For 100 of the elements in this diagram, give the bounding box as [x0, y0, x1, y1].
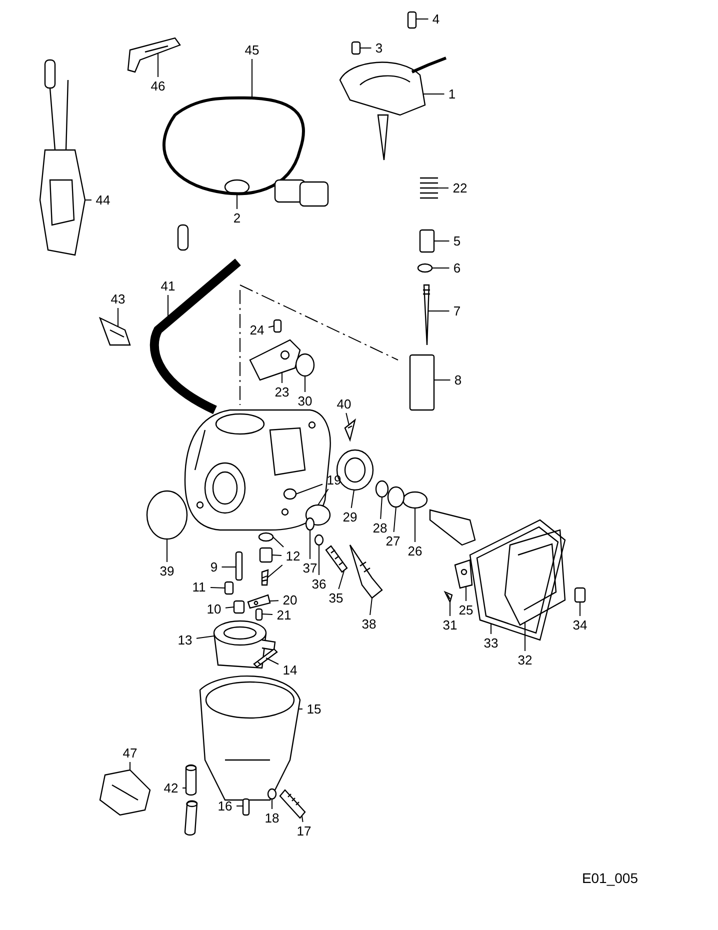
callout-number: 12 — [284, 548, 302, 564]
callout-number: 29 — [342, 510, 358, 524]
screw — [255, 608, 263, 621]
callout-number: 42 — [162, 780, 180, 796]
callout-number: 15 — [306, 702, 322, 716]
hose — [150, 258, 241, 414]
shaft — [402, 491, 476, 546]
leader-line — [524, 622, 526, 652]
seal — [295, 353, 315, 377]
leader-line — [338, 570, 344, 590]
callout-number: 45 — [244, 42, 260, 58]
jet-needle — [422, 284, 431, 346]
callout-number: 43 — [110, 292, 126, 306]
clip — [417, 263, 433, 273]
callout-number: 4 — [431, 12, 441, 26]
callout-number: 14 — [282, 662, 298, 678]
leader-line — [272, 554, 282, 556]
leader-line — [318, 544, 320, 576]
leader-line — [370, 598, 372, 616]
throttle-valve — [409, 354, 435, 411]
plug — [283, 488, 297, 500]
hose — [184, 764, 198, 836]
callout-number: 37 — [302, 560, 318, 576]
callout-number: 2 — [232, 210, 242, 226]
leader-line — [266, 658, 279, 665]
callout-number: 11 — [191, 580, 207, 594]
ring — [375, 480, 389, 498]
callout-number: 18 — [264, 810, 280, 826]
leader-line — [221, 566, 236, 568]
screw — [407, 11, 417, 29]
o-ring — [146, 490, 188, 540]
callout-number: 22 — [452, 180, 468, 196]
callout-number: 1 — [447, 86, 457, 102]
leader-line — [262, 614, 273, 615]
callout-number: 27 — [384, 534, 402, 548]
callout-number: 16 — [216, 798, 234, 814]
leader-line — [304, 376, 306, 392]
figure-code: E01_005 — [582, 870, 638, 886]
callout-number: 40 — [336, 396, 352, 412]
leader-line — [318, 488, 329, 506]
ring — [387, 486, 405, 508]
washer — [314, 534, 324, 546]
callout-number: 20 — [282, 592, 298, 608]
leader-line — [166, 538, 168, 562]
callout-number: 34 — [572, 618, 588, 632]
wire-harness — [162, 96, 329, 251]
callout-number: 38 — [360, 616, 378, 632]
leader-line — [236, 194, 238, 210]
bracket — [454, 559, 473, 589]
plug — [305, 504, 331, 526]
leader-line — [428, 310, 450, 312]
valve-seat — [259, 547, 273, 563]
screw — [351, 41, 361, 55]
screw — [273, 319, 282, 333]
leader-line — [350, 490, 354, 508]
jet — [235, 551, 243, 581]
leader-line — [393, 506, 396, 532]
callout-number: 46 — [150, 78, 166, 94]
jet — [233, 600, 245, 614]
callout-number: 7 — [452, 304, 462, 318]
callout-number: 24 — [248, 322, 266, 338]
callout-number: 35 — [328, 590, 344, 606]
spring — [325, 545, 348, 573]
screw — [574, 587, 586, 603]
callout-number: 9 — [209, 560, 219, 574]
leader-line — [225, 606, 234, 608]
leader-line — [414, 508, 416, 542]
callout-number: 41 — [160, 278, 176, 294]
callout-number: 36 — [310, 576, 328, 592]
callout-number: 31 — [442, 618, 458, 632]
callout-number: 33 — [482, 636, 500, 650]
clip — [99, 769, 151, 816]
jet — [344, 418, 356, 442]
callout-number: 17 — [296, 824, 312, 838]
jet — [224, 581, 234, 595]
leader-line — [266, 564, 283, 578]
spring — [419, 177, 439, 199]
screw — [279, 789, 306, 819]
callout-number: 10 — [206, 602, 222, 616]
clip — [444, 590, 453, 604]
callout-number: 5 — [452, 234, 462, 248]
float-needle — [261, 569, 269, 586]
callout-number: 47 — [122, 746, 138, 760]
leader-line — [346, 412, 350, 426]
lever — [249, 339, 301, 381]
screw — [242, 798, 250, 816]
leader-line — [380, 496, 382, 520]
callout-number: 26 — [406, 544, 424, 558]
callout-number: 3 — [374, 40, 384, 56]
spring-seat — [419, 229, 435, 253]
callout-number: 6 — [452, 260, 462, 276]
choke-unit — [39, 59, 86, 256]
float — [213, 620, 276, 669]
callout-number: 32 — [516, 652, 534, 668]
bracket — [127, 37, 181, 73]
callout-number: 13 — [176, 632, 194, 648]
leader-line — [268, 326, 274, 328]
throttle-cap — [339, 56, 447, 161]
washer — [258, 532, 274, 542]
callout-number: 23 — [274, 384, 290, 400]
